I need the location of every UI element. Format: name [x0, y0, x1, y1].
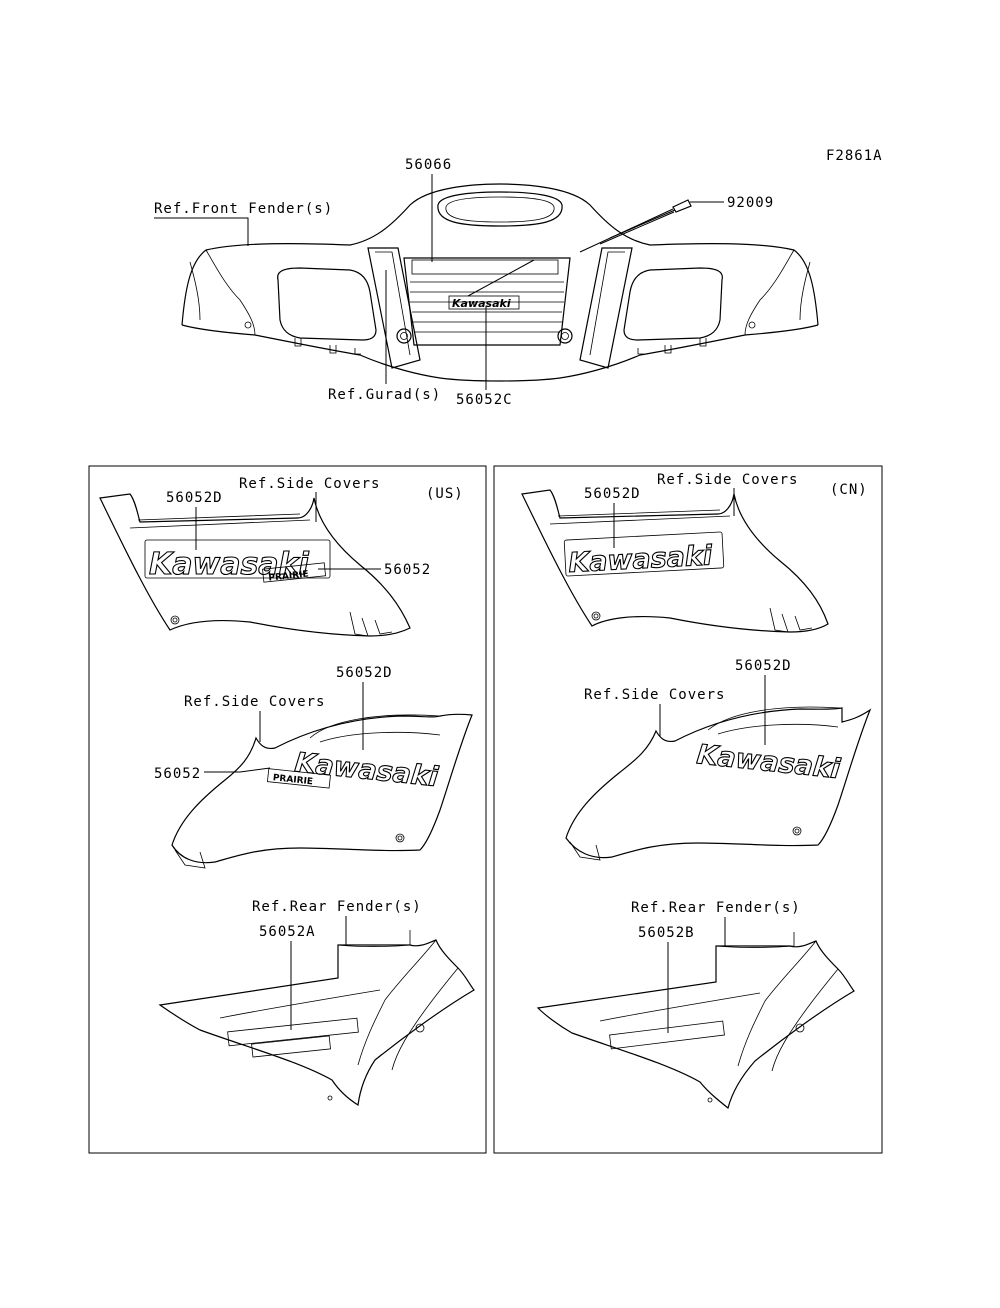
us-side-cover-front — [99, 493, 411, 637]
us-rear-badge-upper — [227, 1017, 359, 1047]
us-label-56052D-1: 56052D — [166, 490, 223, 506]
us-panel-frame — [88, 465, 487, 1154]
label-56066: 56066 — [405, 157, 452, 173]
us-label-rear-fender: Ref.Rear Fender(s) — [252, 899, 422, 915]
right-guard — [579, 247, 633, 369]
cn-rear-badge — [609, 1020, 725, 1050]
emblem-56066 — [411, 259, 559, 275]
us-rear-badge-lower — [251, 1035, 331, 1058]
cn-side-cover-front — [521, 489, 829, 633]
us-label-56052A: 56052A — [259, 924, 316, 940]
us-label-side-covers-2: Ref.Side Covers — [184, 694, 325, 710]
us-rear-fender — [158, 939, 475, 1107]
cn-rear-fender — [536, 940, 855, 1110]
cn-side-cover-rear — [565, 707, 872, 859]
us-label-56052D-2: 56052D — [336, 665, 393, 681]
cn-label-side-covers-1: Ref.Side Covers — [657, 472, 798, 488]
us-prairie-badge-2 — [267, 768, 331, 789]
left-lamp-window — [277, 267, 377, 341]
us-region-label: (US) — [426, 486, 464, 502]
cn-label-56052B: 56052B — [638, 925, 695, 941]
right-lamp-window — [623, 267, 723, 341]
front-fender-drawing: Kawasaki — [181, 183, 819, 382]
cn-panel-frame — [493, 465, 883, 1154]
front-logo-text: Kawasaki — [452, 297, 511, 310]
cn-label-side-covers-2: Ref.Side Covers — [584, 687, 725, 703]
logo-plate-56052C — [448, 295, 520, 310]
grille-plate — [403, 257, 571, 346]
label-92009: 92009 — [727, 195, 774, 211]
us-label-56052-2: 56052 — [154, 766, 201, 782]
cn-logo-2: Kawasaki — [695, 739, 842, 785]
us-panel: (US) Kawasaki PRAIRIE Ref.Side Covers 56… — [99, 476, 475, 1107]
cn-logo-1: Kawasaki — [568, 540, 714, 579]
us-label-side-covers-1: Ref.Side Covers — [239, 476, 380, 492]
front-fender-outline — [181, 183, 819, 326]
us-logo-1: Kawasaki — [149, 547, 310, 582]
left-guard — [367, 247, 421, 369]
label-front-fender: Ref.Front Fender(s) — [154, 201, 333, 217]
us-side-cover-rear — [171, 713, 473, 864]
top-callouts: 56066 92009 Ref.Front Fender(s) Ref.Gura… — [154, 157, 774, 408]
label-guard: Ref.Gurad(s) — [328, 387, 441, 403]
label-56052C: 56052C — [456, 392, 513, 408]
svg-text:PRAIRIE: PRAIRIE — [268, 570, 309, 584]
cn-panel: (CN) Kawasaki Ref.Side Covers 56052D Kaw… — [521, 472, 872, 1110]
cn-region-label: (CN) — [830, 482, 868, 498]
cn-label-56052D-1: 56052D — [584, 486, 641, 502]
cn-label-56052D-2: 56052D — [735, 658, 792, 674]
cn-label-rear-fender: Ref.Rear Fender(s) — [631, 900, 801, 916]
headlight-opening — [437, 191, 563, 227]
figure-code: F2861A — [826, 148, 883, 164]
screw-92009 — [672, 199, 692, 213]
us-label-56052-1: 56052 — [384, 562, 431, 578]
svg-text:PRAIRIE: PRAIRIE — [272, 773, 313, 787]
